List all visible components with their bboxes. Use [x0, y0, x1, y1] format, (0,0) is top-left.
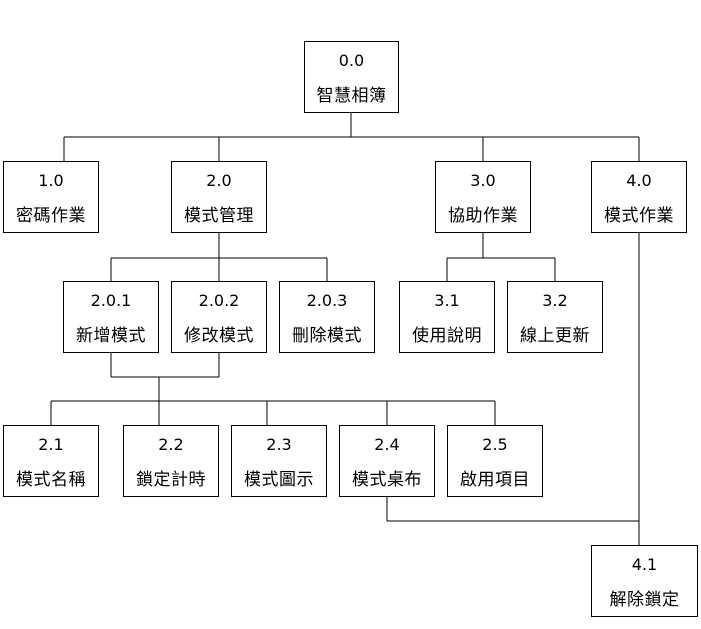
- node-number: 1.0: [38, 171, 64, 190]
- node-label: 模式作業: [604, 206, 674, 226]
- node-number: 2.0.2: [198, 291, 240, 310]
- node-number: 2.5: [482, 435, 508, 454]
- node-label: 模式圖示: [244, 470, 314, 490]
- node-number: 3.0: [470, 171, 496, 190]
- node-number: 2.3: [266, 435, 292, 454]
- node-label: 新增模式: [76, 326, 146, 346]
- node-2-4: 2.4 模式桌布: [339, 425, 435, 497]
- node-2-0: 2.0 模式管理: [171, 161, 267, 233]
- node-0-0: 0.0 智慧相簿: [304, 41, 399, 113]
- node-number: 2.1: [38, 435, 64, 454]
- node-label: 智慧相簿: [316, 86, 387, 106]
- node-2-0-3: 2.0.3 刪除模式: [279, 281, 375, 353]
- node-4-1: 4.1 解除鎖定: [591, 545, 698, 617]
- node-number: 3.1: [434, 291, 460, 310]
- node-2-1: 2.1 模式名稱: [3, 425, 99, 497]
- node-number: 4.1: [631, 555, 658, 574]
- node-number: 2.0.3: [306, 291, 348, 310]
- node-2-3: 2.3 模式圖示: [231, 425, 327, 497]
- node-2-5: 2.5 啟用項目: [447, 425, 543, 497]
- node-number: 3.2: [542, 291, 568, 310]
- node-number: 2.2: [158, 435, 184, 454]
- node-label: 協助作業: [448, 206, 518, 226]
- node-label: 刪除模式: [292, 326, 362, 346]
- node-3-0: 3.0 協助作業: [435, 161, 531, 233]
- node-2-0-1: 2.0.1 新增模式: [63, 281, 159, 353]
- node-2-2: 2.2 鎖定計時: [123, 425, 219, 497]
- node-label: 模式名稱: [16, 470, 86, 490]
- node-1-0: 1.0 密碼作業: [3, 161, 99, 233]
- node-label: 解除鎖定: [609, 590, 680, 610]
- node-label: 使用說明: [412, 326, 482, 346]
- node-label: 密碼作業: [16, 206, 86, 226]
- node-label: 線上更新: [520, 326, 590, 346]
- node-number: 0.0: [338, 51, 365, 70]
- node-label: 模式桌布: [352, 470, 422, 490]
- node-label: 鎖定計時: [136, 470, 206, 490]
- node-label: 模式管理: [184, 206, 254, 226]
- node-label: 啟用項目: [460, 470, 530, 490]
- node-label: 修改模式: [184, 326, 254, 346]
- node-3-2: 3.2 線上更新: [507, 281, 603, 353]
- node-2-0-2: 2.0.2 修改模式: [171, 281, 267, 353]
- node-4-0: 4.0 模式作業: [591, 161, 687, 233]
- node-3-1: 3.1 使用說明: [399, 281, 495, 353]
- node-number: 4.0: [626, 171, 652, 190]
- node-number: 2.0.1: [90, 291, 132, 310]
- node-number: 2.0: [206, 171, 232, 190]
- node-number: 2.4: [374, 435, 400, 454]
